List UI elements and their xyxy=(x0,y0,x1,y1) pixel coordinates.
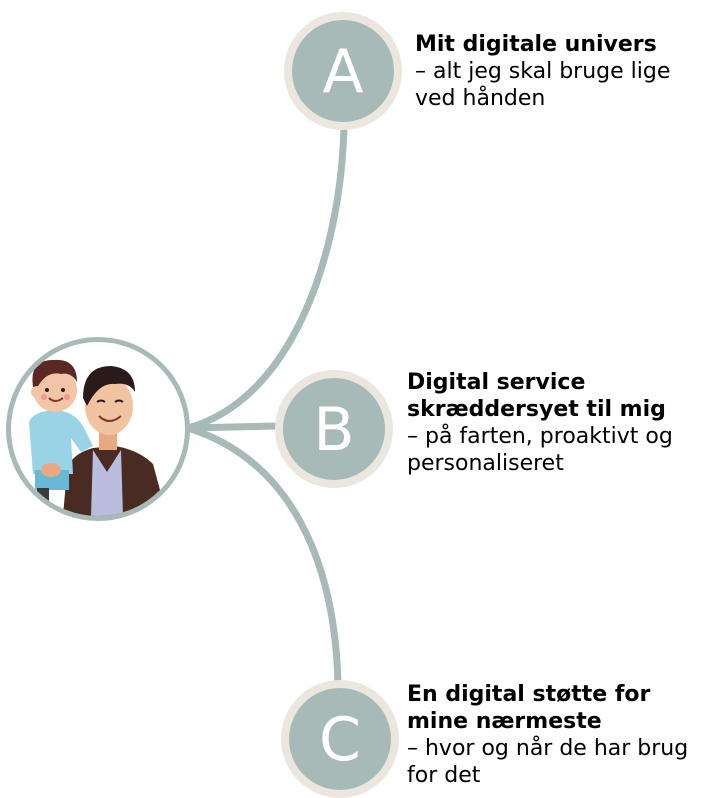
label-c: En digital støtte for mine nærmeste – hv… xyxy=(407,681,705,789)
connector-line-a xyxy=(184,124,348,432)
node-letter-c: C xyxy=(319,705,361,775)
label-b: Digital service skræddersyet til mig – p… xyxy=(407,369,705,477)
label-description-c: – hvor og når de har brug for det xyxy=(407,736,689,788)
node-b: B xyxy=(275,370,393,488)
connector-line-b xyxy=(184,422,282,432)
node-letter-b: B xyxy=(313,395,355,465)
label-title-c: En digital støtte for mine nærmeste xyxy=(407,682,651,734)
avatar xyxy=(6,337,190,521)
parent-with-child-icon xyxy=(29,359,167,516)
connector-line-c xyxy=(184,424,342,688)
label-title-b: Digital service skræddersyet til mig xyxy=(407,370,666,422)
node-c: C xyxy=(281,680,399,798)
label-description-a: – alt jeg skal bruge lige ved hånden xyxy=(415,59,671,111)
node-letter-a: A xyxy=(322,37,364,107)
label-a: Mit digitale univers – alt jeg skal brug… xyxy=(415,31,705,112)
node-a: A xyxy=(284,12,402,130)
label-description-b: – på farten, proaktivt og personaliseret xyxy=(407,424,673,476)
label-title-a: Mit digitale univers xyxy=(415,32,657,57)
